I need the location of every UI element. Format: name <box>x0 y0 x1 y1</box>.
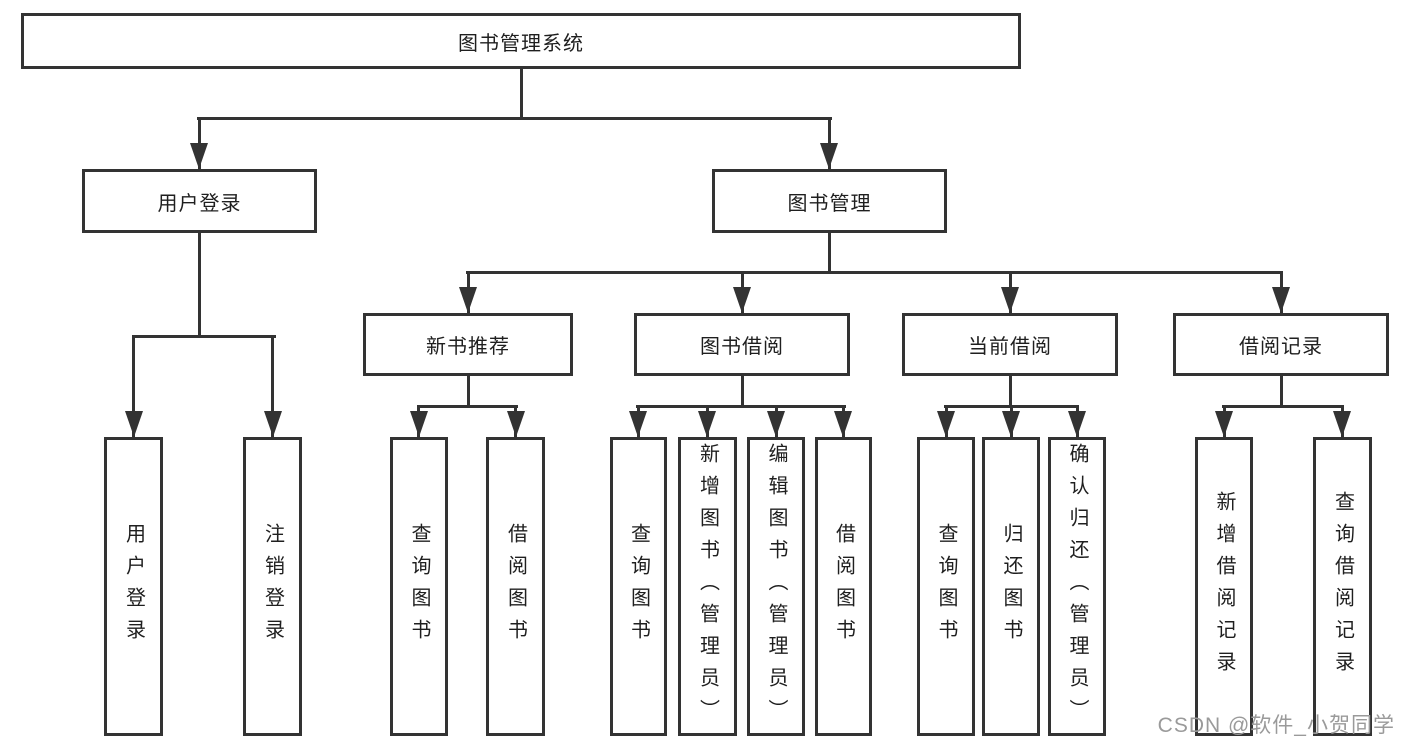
leaf-bb-query-books-label: 查询图书 <box>627 522 650 651</box>
edge-user-login-hline <box>132 335 276 338</box>
edge-book-mgmt-hline <box>466 271 1283 274</box>
edge-to-logout-line <box>271 335 274 437</box>
leaf-bb-add-books-admin: 新增图书（管理员） <box>678 437 737 736</box>
node-user-login: 用户登录 <box>82 169 317 233</box>
node-current-borrowing-label: 当前借阅 <box>968 336 1052 358</box>
leaf-rec-query-books-label: 查询图书 <box>408 522 430 651</box>
leaf-bb-query-books: 查询图书 <box>610 437 667 736</box>
arrow-down-icon <box>1002 411 1020 437</box>
leaf-bb-borrow-books: 借阅图书 <box>815 437 872 736</box>
leaf-br-add-record: 新增借阅记录 <box>1195 437 1253 736</box>
leaf-logout-label: 注销登录 <box>261 522 284 651</box>
leaf-logout: 注销登录 <box>243 437 302 736</box>
node-user-login-label: 用户登录 <box>157 192 242 215</box>
edge-user-login-vline <box>198 233 201 337</box>
leaf-rec-borrow-books-label: 借阅图书 <box>504 522 527 651</box>
arrow-down-icon <box>459 287 477 313</box>
arrow-down-icon <box>1001 287 1019 313</box>
arrow-down-icon <box>629 411 647 437</box>
node-book-management: 图书管理 <box>712 169 947 233</box>
leaf-cb-confirm-return-admin-label: 确认归还（管理员） <box>1066 442 1088 731</box>
arrow-down-icon <box>733 287 751 313</box>
arrow-down-icon <box>698 411 716 437</box>
node-book-borrowing-label: 图书借阅 <box>700 336 784 358</box>
leaf-cb-confirm-return-admin: 确认归还（管理员） <box>1048 437 1106 736</box>
leaf-cb-return-books-label: 归还图书 <box>1000 522 1022 651</box>
edge-bb-vline <box>741 376 744 408</box>
edge-root-vline <box>520 69 523 120</box>
node-borrow-records: 借阅记录 <box>1173 313 1389 376</box>
arrow-down-icon <box>1272 287 1290 313</box>
leaf-br-add-record-label: 新增借阅记录 <box>1213 490 1235 683</box>
edge-br-vline <box>1280 376 1283 408</box>
arrow-down-icon <box>507 411 525 437</box>
leaf-bb-edit-books-admin-label: 编辑图书（管理员） <box>765 442 787 731</box>
edge-book-mgmt-vline <box>828 233 831 274</box>
node-new-book-recommend: 新书推荐 <box>363 313 573 376</box>
node-current-borrowing: 当前借阅 <box>902 313 1118 376</box>
node-book-borrowing: 图书借阅 <box>634 313 850 376</box>
leaf-bb-edit-books-admin: 编辑图书（管理员） <box>747 437 805 736</box>
leaf-rec-borrow-books: 借阅图书 <box>486 437 545 736</box>
arrow-down-icon <box>410 411 428 437</box>
edge-rec-hline <box>417 405 518 408</box>
arrow-down-icon <box>820 143 838 169</box>
arrow-down-icon <box>1215 411 1233 437</box>
arrow-down-icon <box>937 411 955 437</box>
node-new-book-recommend-label: 新书推荐 <box>426 336 510 358</box>
arrow-down-icon <box>1333 411 1351 437</box>
leaf-br-query-record: 查询借阅记录 <box>1313 437 1372 736</box>
node-book-management-label: 图书管理 <box>787 192 872 215</box>
edge-cb-vline <box>1009 376 1012 408</box>
leaf-cb-return-books: 归还图书 <box>982 437 1040 736</box>
edge-to-login-line <box>132 335 135 437</box>
edge-bb-hline <box>636 405 846 408</box>
leaf-rec-query-books: 查询图书 <box>390 437 448 736</box>
leaf-bb-borrow-books-label: 借阅图书 <box>832 522 855 651</box>
node-borrow-records-label: 借阅记录 <box>1239 336 1323 358</box>
node-library-system: 图书管理系统 <box>21 13 1021 69</box>
leaf-user-login: 用户登录 <box>104 437 163 736</box>
edge-root-hline <box>197 117 832 120</box>
csdn-watermark: CSDN @软件_小贺同学 <box>1157 714 1395 737</box>
node-library-system-label: 图书管理系统 <box>458 32 584 55</box>
arrow-down-icon <box>767 411 785 437</box>
leaf-cb-query-books-label: 查询图书 <box>935 522 957 651</box>
arrow-down-icon <box>264 411 282 437</box>
edge-rec-vline <box>467 376 470 408</box>
arrow-down-icon <box>190 143 208 169</box>
leaf-br-query-record-label: 查询借阅记录 <box>1331 490 1354 683</box>
leaf-cb-query-books: 查询图书 <box>917 437 975 736</box>
leaf-user-login-label: 用户登录 <box>122 522 145 651</box>
arrow-down-icon <box>834 411 852 437</box>
edge-br-hline <box>1222 405 1344 408</box>
arrow-down-icon <box>125 411 143 437</box>
leaf-bb-add-books-admin-label: 新增图书（管理员） <box>696 442 719 731</box>
arrow-down-icon <box>1068 411 1086 437</box>
